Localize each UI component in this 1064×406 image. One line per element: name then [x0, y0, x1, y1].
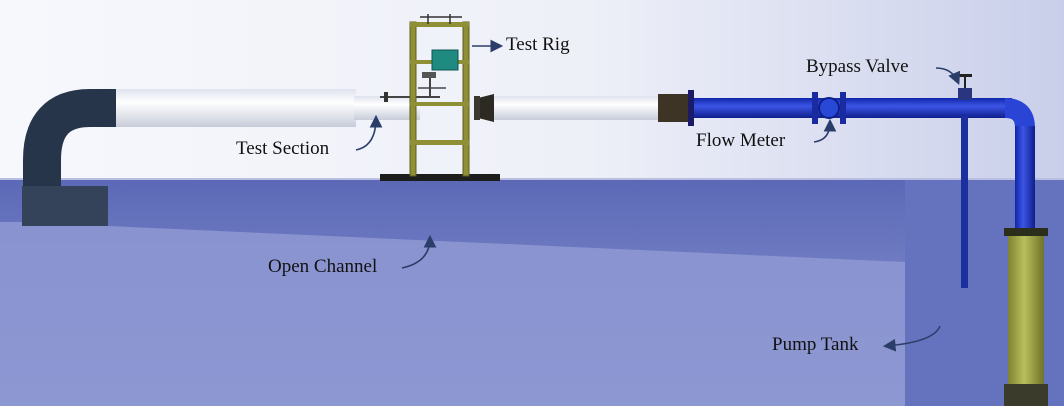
- bypass-valve-label: Bypass Valve: [806, 56, 909, 77]
- rig-post-right: [462, 21, 470, 177]
- blue-pipe-flange-ring: [688, 90, 694, 126]
- pump-base: [1004, 384, 1048, 406]
- pump-tank-label: Pump Tank: [772, 334, 859, 355]
- test-rig: [380, 14, 500, 181]
- diffuser-flange: [474, 96, 480, 120]
- diffuser-cone: [478, 94, 494, 122]
- rig-cross-bar-3: [410, 140, 469, 145]
- bypass-down-pipe: [961, 116, 968, 288]
- rig-top-bar: [410, 22, 469, 27]
- white-pipe-middle: [494, 96, 662, 120]
- probe-holder: [384, 92, 388, 102]
- rig-instrument-box: [431, 49, 459, 71]
- blue-pipe-horizontal: [694, 98, 1012, 118]
- flow-meter-icon: [812, 92, 846, 124]
- rig-cross-bar-2: [410, 102, 469, 106]
- elbow-base: [22, 186, 108, 226]
- test-section-label: Test Section: [236, 138, 330, 159]
- rig-base: [380, 174, 500, 181]
- blue-pipe-elbow: [1004, 98, 1035, 129]
- white-pipe-left: [116, 89, 356, 127]
- arrow-icon-bypass-valve: [935, 67, 961, 85]
- arrow-icon-open-channel: [401, 234, 437, 269]
- arrow-icon-pump-tank: [882, 325, 941, 352]
- open-channel-label: Open Channel: [268, 256, 378, 277]
- rig-post-left: [409, 21, 417, 177]
- rig-motor: [422, 72, 436, 78]
- valve-icon: [958, 74, 972, 100]
- open-channel-floor: [0, 222, 905, 406]
- inlet-elbow: [23, 89, 118, 222]
- blue-pipe-vertical: [1015, 126, 1035, 230]
- arrow-icon-test-section: [355, 114, 383, 151]
- flow-meter-label: Flow Meter: [696, 130, 786, 151]
- blue-pipe-inlet-flange: [658, 94, 688, 122]
- pump-cylinder: [1008, 236, 1044, 386]
- arrow-icon-flow-meter: [813, 118, 837, 143]
- test-rig-label: Test Rig: [506, 34, 570, 55]
- pump-top-flange: [1004, 228, 1048, 236]
